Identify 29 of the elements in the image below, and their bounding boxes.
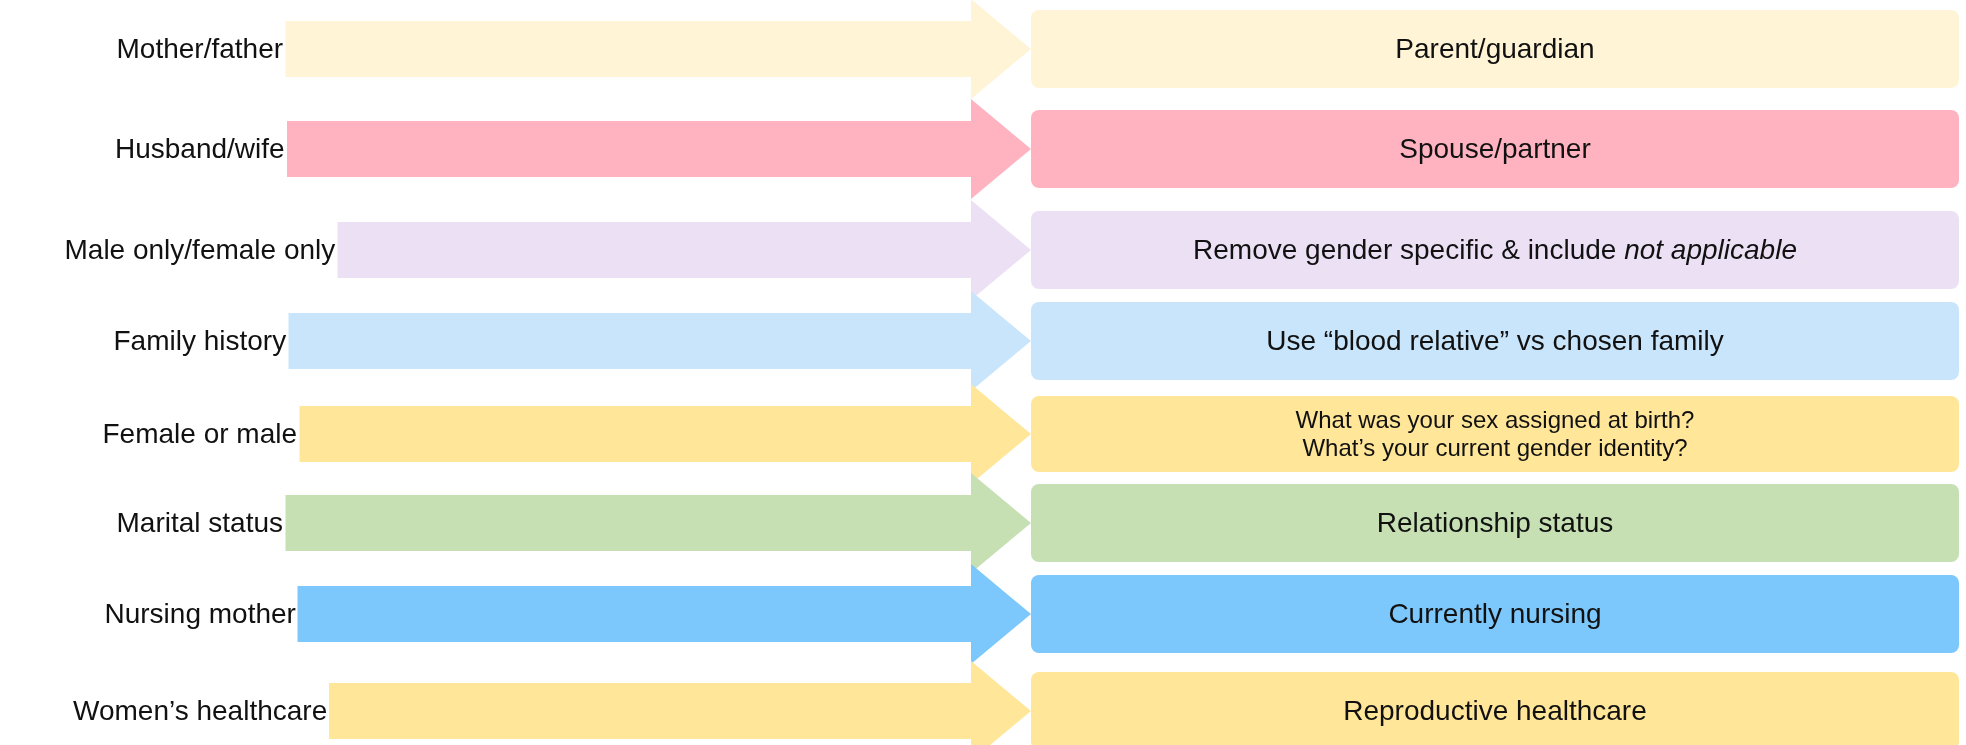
old-term-text: Marital status: [116, 507, 283, 538]
block-arrow: [329, 661, 1031, 745]
term-box: [1031, 396, 1959, 472]
old-term-text: Female or male: [102, 418, 297, 449]
block-arrow: [287, 99, 1031, 199]
old-term-text: Women’s healthcare: [73, 695, 328, 726]
term-box: [1031, 10, 1959, 88]
old-term-text: Nursing mother: [104, 598, 296, 629]
new-term-text: What’s your current gender identity?: [1302, 434, 1688, 462]
term-box: [1031, 211, 1959, 289]
block-arrow: [297, 564, 1031, 664]
new-term-text: Parent/guardian: [1395, 33, 1595, 65]
old-term-text: Mother/father: [116, 33, 284, 64]
block-arrow: [285, 0, 1031, 99]
term-box: [1031, 110, 1959, 188]
old-term-text: Male only/female only: [64, 234, 336, 265]
new-term-text: Currently nursing: [1388, 598, 1602, 630]
term-box: [1031, 302, 1959, 380]
new-term-text: Remove gender specific & include not applicable: [1193, 234, 1797, 266]
new-term-text: Spouse/partner: [1399, 133, 1591, 165]
old-term-text: Husband/wife: [115, 133, 285, 164]
new-term-text: Relationship status: [1376, 507, 1614, 539]
term-box: [1031, 672, 1959, 745]
term-box: [1031, 484, 1959, 562]
old-term-text: Family history: [113, 325, 287, 356]
new-term-text: Use “blood relative” vs chosen family: [1266, 325, 1724, 357]
new-term-text: What was your sex assigned at birth?: [1295, 406, 1695, 434]
new-term-text: Reproductive healthcare: [1343, 695, 1647, 727]
term-box: [1031, 575, 1959, 653]
